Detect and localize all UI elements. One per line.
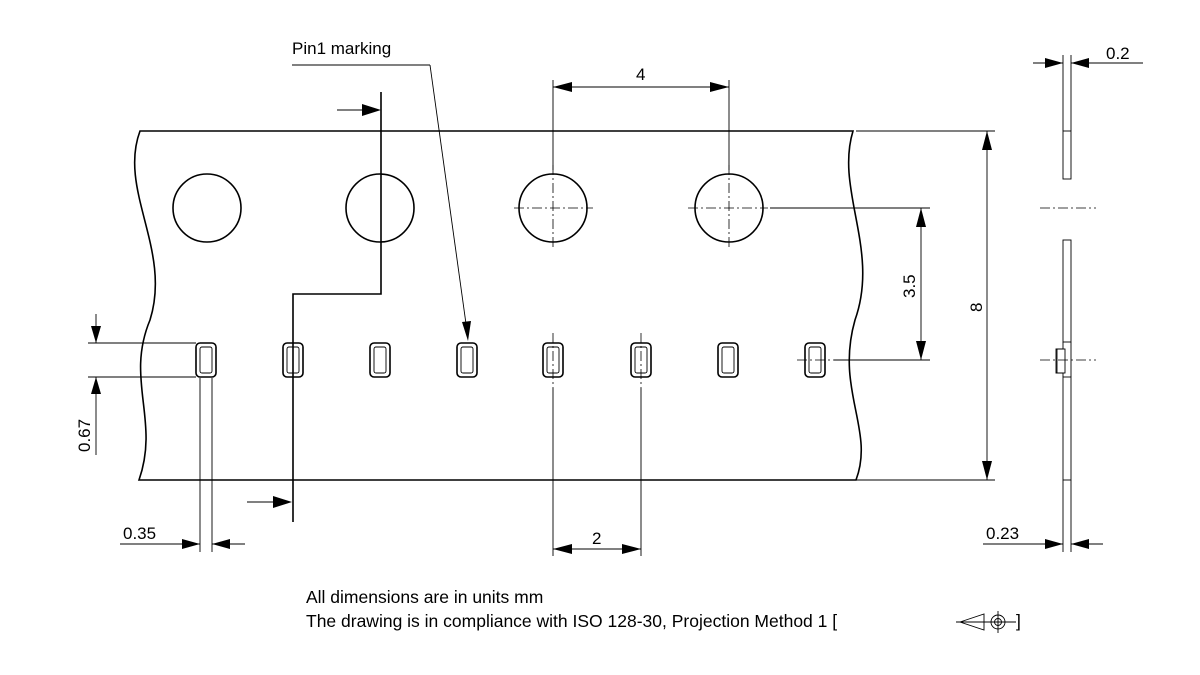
projection-method-1-icon <box>956 611 1016 633</box>
dimension-4-label: 4 <box>636 65 645 84</box>
sprocket-hole <box>172 173 242 243</box>
section-cut-line <box>247 92 382 522</box>
dimension-0-35: 0.35 <box>120 378 245 552</box>
dimension-3-5: 3.5 <box>770 207 930 361</box>
dimension-2: 2 <box>552 388 642 556</box>
pin1-callout: Pin1 marking <box>292 39 471 341</box>
note-iso: The drawing is in compliance with ISO 12… <box>306 611 837 631</box>
note-units: All dimensions are in units mm <box>306 587 543 607</box>
pocket <box>369 342 391 378</box>
dimension-8: 8 <box>856 130 995 481</box>
dimension-4: 4 <box>552 65 730 170</box>
pocket <box>195 342 217 378</box>
dimension-8-label: 8 <box>967 303 986 312</box>
sprocket-holes <box>172 173 764 243</box>
pin1-label: Pin1 marking <box>292 39 391 58</box>
dimension-0-2-label: 0.2 <box>1106 44 1130 63</box>
dimension-0-23-label: 0.23 <box>986 524 1019 543</box>
dimension-0-35-label: 0.35 <box>123 524 156 543</box>
pocket <box>456 342 478 378</box>
pocket-centerlines <box>552 333 834 388</box>
dimension-0-67-label: 0.67 <box>75 419 94 452</box>
dimension-0-23: 0.23 <box>983 480 1103 552</box>
dimension-0-67: 0.67 <box>75 314 196 455</box>
pocket <box>717 342 739 378</box>
hole-centerlines <box>514 165 768 248</box>
dimension-0-2: 0.2 <box>1033 44 1143 131</box>
side-view <box>1040 130 1096 481</box>
dimension-2-label: 2 <box>592 529 601 548</box>
notes: All dimensions are in units mm The drawi… <box>306 587 1021 633</box>
dimension-3-5-label: 3.5 <box>900 274 919 298</box>
pockets <box>195 342 826 378</box>
sprocket-hole <box>345 173 415 243</box>
note-iso-close: ] <box>1016 611 1021 631</box>
